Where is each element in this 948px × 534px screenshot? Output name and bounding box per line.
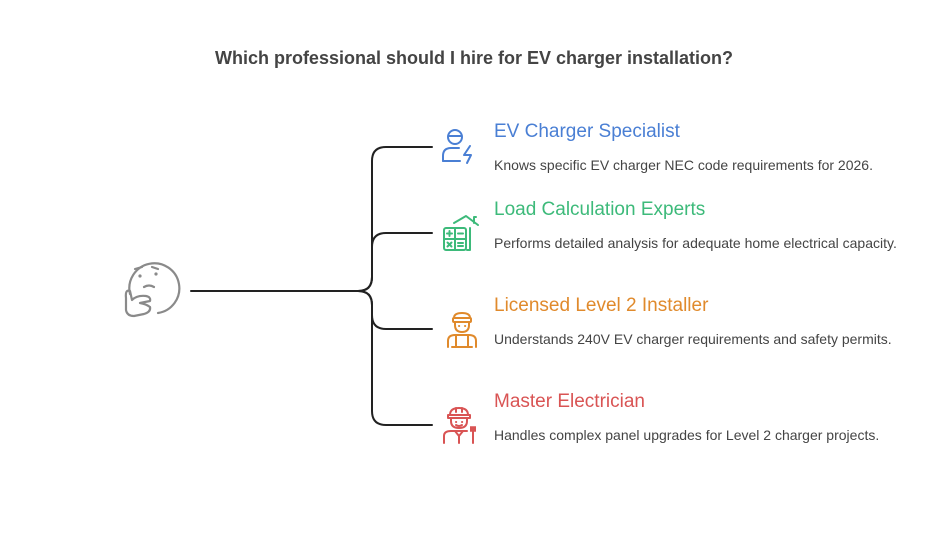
option-title-ev-charger-specialist: EV Charger Specialist [494,121,680,142]
option-description-licensed-level-2-installer: Understands 240V EV charger requirements… [494,331,892,347]
electrician-icon [440,405,480,445]
option-title-licensed-level-2-installer: Licensed Level 2 Installer [494,295,709,316]
option-description-load-calculation-experts: Performs detailed analysis for adequate … [494,235,897,251]
worker-icon [442,310,482,350]
connector-4 [357,290,433,426]
option-description-master-electrician: Handles complex panel upgrades for Level… [494,427,880,443]
person-lightning-icon [440,126,480,166]
page-title: Which professional should I hire for EV … [214,48,734,68]
connector-2 [357,232,433,292]
house-calculator-icon [440,214,480,254]
connector-1 [357,146,433,292]
option-description-ev-charger-specialist: Knows specific EV charger NEC code requi… [494,157,873,173]
thinking-face-icon [118,258,182,324]
option-title-master-electrician: Master Electrician [494,391,645,412]
option-title-load-calculation-experts: Load Calculation Experts [494,199,706,220]
